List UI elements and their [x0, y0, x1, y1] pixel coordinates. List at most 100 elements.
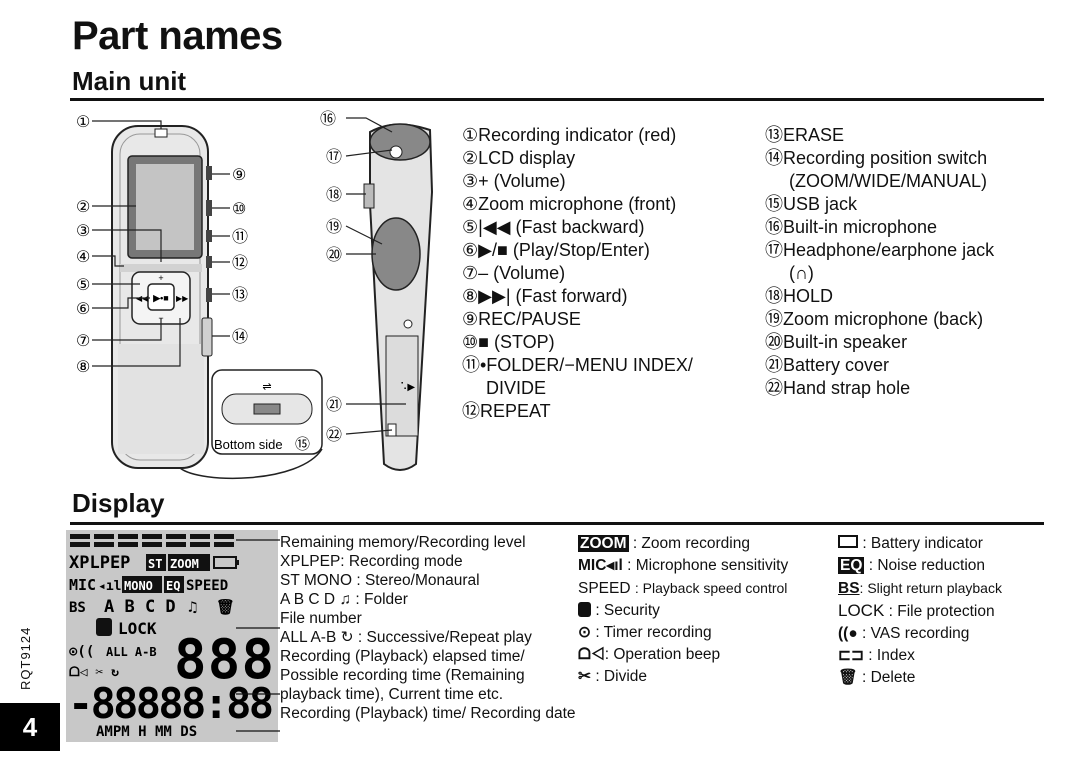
callout-19: ⑲ [326, 219, 343, 236]
legend-col2: : Battery indicator EQ : Noise reduction… [838, 533, 1002, 689]
doc-code: RQT9124 [18, 626, 33, 690]
bottom-side-label: Bottom side [214, 437, 283, 452]
part-21: ㉑Battery cover [765, 355, 890, 375]
part-17-cont: (∩) [789, 263, 814, 283]
delete-icon: 🗑 [838, 669, 858, 686]
lcd-lock: LOCK [118, 619, 157, 638]
part-14: ⑭Recording position switch [765, 148, 988, 168]
part-11-cont: DIVIDE [486, 378, 547, 398]
parts-list-col1: ①Recording indicator (red) ②LCD display … [462, 124, 693, 423]
svg-text:▶▶: ▶▶ [176, 294, 189, 303]
parts-list-col2: ⑬ERASE ⑭Recording position switch (ZOOM/… [765, 124, 994, 400]
callout-remaining-memory: Remaining memory/Recording level [280, 534, 526, 551]
legend-battery-text: : Battery indicator [862, 535, 983, 552]
svg-text:♫: ♫ [188, 598, 197, 616]
legend-col1: ZOOM : Zoom recording MIC◂ıl : Microphon… [578, 533, 788, 688]
callout-1: ① [76, 114, 90, 131]
callout-22: ㉒ [326, 427, 343, 444]
part-4: ④Zoom microphone (front) [462, 194, 677, 214]
svg-text:⇌: ⇌ [262, 381, 271, 393]
part-17: ⑰Headphone/earphone jack [765, 240, 995, 260]
legend-speed-text: : Playback speed control [634, 580, 788, 596]
callout-12: ⑫ [232, 254, 248, 272]
callout-14: ⑭ [232, 328, 248, 346]
part-20: ⑳Built-in speaker [765, 332, 908, 352]
front-callouts: ① ② ③ ④ ⑤ ⑥ ⑦ ⑧ ⑨ ⑩ ⑪ ⑫ ⑬ ⑭ [76, 114, 248, 376]
lock-icon: LOCK [838, 601, 885, 620]
part-19: ⑲Zoom microphone (back) [765, 309, 984, 329]
lcd-callouts: Remaining memory/Recording level XPLPEP:… [280, 533, 576, 723]
callout-21: ㉑ [326, 397, 343, 414]
vas-icon: ((● [838, 625, 858, 642]
lcd-mono: MONO [124, 579, 153, 593]
eq-icon: EQ [838, 557, 865, 574]
lcd-folders: A B C D [104, 597, 176, 617]
legend-beep: ᗝ◁: Operation beep [578, 644, 788, 666]
callout-11: ⑪ [232, 228, 248, 246]
legend-eq-text: : Noise reduction [868, 557, 986, 574]
part-7: ⑦– (Volume) [462, 263, 566, 283]
legend-bs: BS: Slight return playback [838, 577, 1002, 600]
lcd-eq: EQ [166, 579, 180, 593]
lcd-zoom: ZOOM [170, 557, 199, 571]
security-icon [578, 602, 591, 617]
legend-zoom-text: : Zoom recording [632, 535, 750, 552]
part-11: ⑪•FOLDER/−MENU INDEX/ [462, 355, 693, 375]
main-unit-rule [70, 98, 1044, 101]
callout-16: ⑯ [320, 111, 337, 128]
callout-elapsed-time-2: Possible recording time (Remaining [280, 667, 525, 684]
callout-15: ⑮ [295, 436, 310, 453]
callout-recording-date: Recording (Playback) time/ Recording dat… [280, 705, 576, 722]
legend-index: ⊏⊐ : Index [838, 645, 1002, 667]
callout-7: ⑦ [76, 333, 90, 350]
legend-vas: ((● : VAS recording [838, 623, 1002, 645]
lcd-time-digits: -88888:88 [68, 679, 274, 728]
legend-zoom: ZOOM : Zoom recording [578, 533, 788, 555]
callout-13: ⑬ [232, 286, 248, 304]
timer-icon: ⊙ [578, 624, 591, 641]
lcd-bottom: AMPM H MM DS [96, 724, 197, 740]
page-title: Part names [72, 14, 283, 58]
part-5: ⑤|◀◀ (Fast backward) [462, 217, 645, 237]
legend-lock: LOCK : File protection [838, 600, 1002, 623]
legend-vas-text: : VAS recording [862, 625, 970, 642]
lcd-speed: SPEED [186, 578, 228, 594]
svg-text:⊙((: ⊙(( [69, 644, 94, 660]
callout-6: ⑥ [76, 301, 90, 318]
part-18: ⑱HOLD [765, 286, 834, 306]
part-13: ⑬ERASE [765, 125, 845, 145]
lcd-bs: BS [69, 600, 86, 616]
part-3: ③+ (Volume) [462, 171, 566, 191]
callout-recording-mode: XPLPEP: Recording mode [280, 553, 463, 570]
legend-security: : Security [578, 600, 788, 622]
callout-file-number: File number [280, 610, 362, 627]
beep-icon: ᗝ◁ [578, 646, 605, 663]
callout-10: ⑩ [232, 201, 246, 218]
callout-repeat-play: ALL A-B ↻ : Successive/Repeat play [280, 629, 532, 646]
legend-divide: ✂ : Divide [578, 666, 788, 688]
callout-8: ⑧ [76, 359, 90, 376]
bottom-side-inset: ⇌ Bottom side ⑮ [179, 369, 323, 480]
callout-elapsed-time-1: Recording (Playback) elapsed time/ [280, 648, 525, 665]
legend-timer-text: : Timer recording [595, 624, 712, 641]
lcd-repeat: ALL A-B [106, 645, 157, 659]
speed-icon: SPEED [578, 580, 631, 597]
callout-folder: A B C D ♫ : Folder [280, 591, 408, 608]
legend-bs-text: : Slight return playback [859, 580, 1002, 596]
bs-icon: BS [838, 580, 860, 597]
main-unit-heading: Main unit [72, 66, 187, 96]
legend-divide-text: : Divide [595, 668, 647, 685]
svg-text:+: + [158, 273, 163, 283]
part-12: ⑫REPEAT [462, 401, 551, 421]
main-unit-illustration: ▶•■ + − ◀◀ ▶▶ ① ② ③ ④ ⑤ ⑥ ⑦ [76, 114, 434, 480]
part-14-cont: (ZOOM/WIDE/MANUAL) [789, 171, 987, 191]
svg-text:ᗝ◁ ✂ ↻: ᗝ◁ ✂ ↻ [69, 665, 119, 680]
recorder-front: ▶•■ + − ◀◀ ▶▶ [111, 125, 213, 469]
page-number: 4 [0, 703, 60, 751]
recorder-rear: ⠡▶ [363, 123, 434, 471]
part-16: ⑯Built-in microphone [765, 217, 938, 237]
callout-17: ⑰ [326, 149, 343, 166]
lcd-file-digits: 888 [174, 628, 274, 691]
part-9: ⑨REC/PAUSE [462, 309, 581, 329]
callout-2: ② [76, 199, 90, 216]
